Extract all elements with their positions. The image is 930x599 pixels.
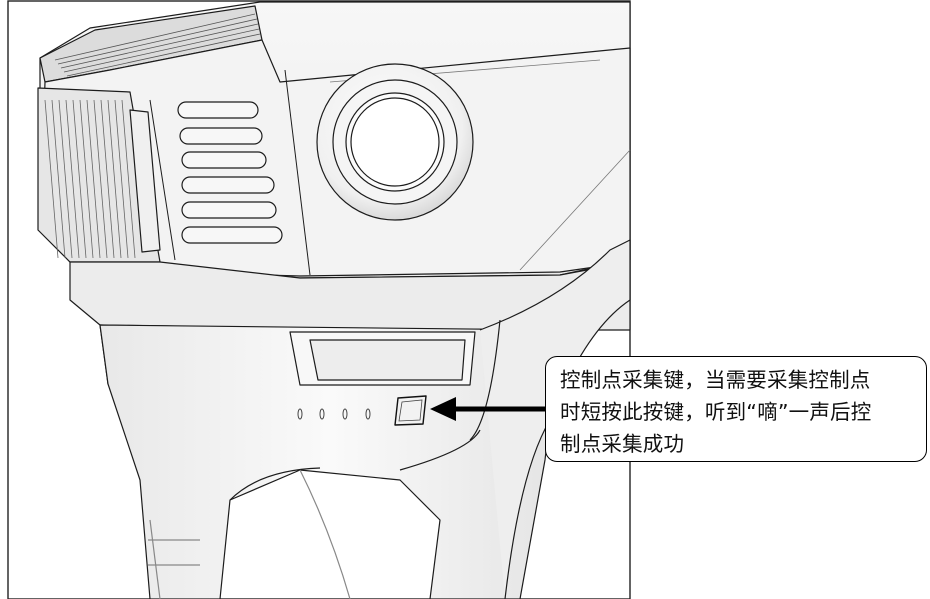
rotary-knob (316, 63, 474, 221)
capture-key[interactable] (394, 395, 427, 426)
callout-line-1: 控制点采集键，当需要采集控制点 (560, 368, 871, 392)
callout-box: 控制点采集键，当需要采集控制点 时短按此按键，听到“嘀”一声后控 制点采集成功 (545, 356, 927, 462)
indicator-leds (297, 408, 371, 420)
callout-arrow (430, 397, 545, 421)
handle (99, 324, 561, 599)
callout-line-2: 时短按此按键，听到“嘀”一声后控 (560, 400, 872, 424)
device-body (37, 1, 631, 599)
callout-line-3: 制点采集成功 (560, 432, 685, 456)
vent-slots (177, 101, 283, 244)
